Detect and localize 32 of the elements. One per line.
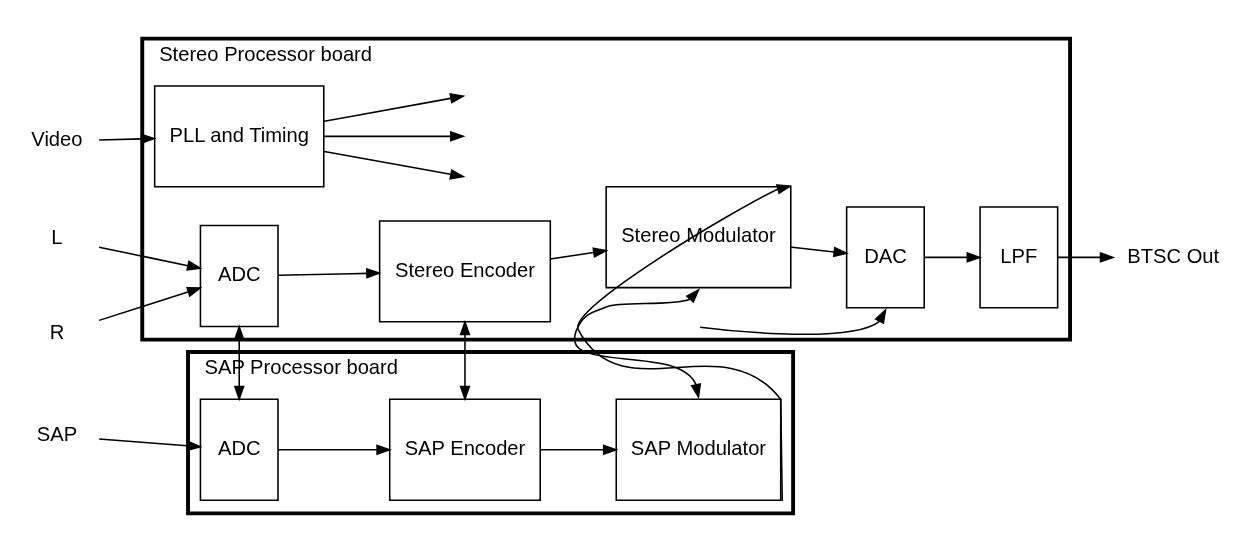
node-text: Video [31, 128, 83, 151]
arrow [923, 251, 983, 263]
arrow [577, 184, 793, 502]
arrow [699, 308, 887, 336]
arrow [323, 150, 466, 180]
node-text: SAP [36, 423, 78, 446]
arrow [573, 288, 702, 400]
arrow [1057, 251, 1116, 263]
arrow [98, 438, 203, 452]
node-box: SAP Modulator [615, 398, 782, 501]
node-text: L [51, 226, 63, 249]
arrow [539, 444, 619, 456]
node-box: Stereo Encoder [378, 220, 552, 323]
node-box: DAC [845, 206, 925, 309]
node-box: PLL and Timing [153, 85, 325, 188]
node-box: ADC [199, 398, 279, 501]
arrow [323, 93, 466, 122]
node-text: R [49, 320, 65, 343]
arrow [233, 324, 245, 402]
node-box: LPF [979, 206, 1059, 309]
arrow [98, 133, 157, 145]
arrow [323, 130, 466, 142]
arrow [277, 267, 382, 279]
node-text: BTSC Out [1127, 244, 1220, 267]
node-box: ADC [199, 224, 279, 328]
node-box: SAP Encoder [388, 398, 541, 501]
arrow [459, 319, 471, 402]
arrow [277, 444, 392, 456]
arrow [549, 247, 609, 260]
arrow [98, 286, 203, 322]
arrow [98, 246, 203, 271]
arrow [790, 246, 849, 258]
